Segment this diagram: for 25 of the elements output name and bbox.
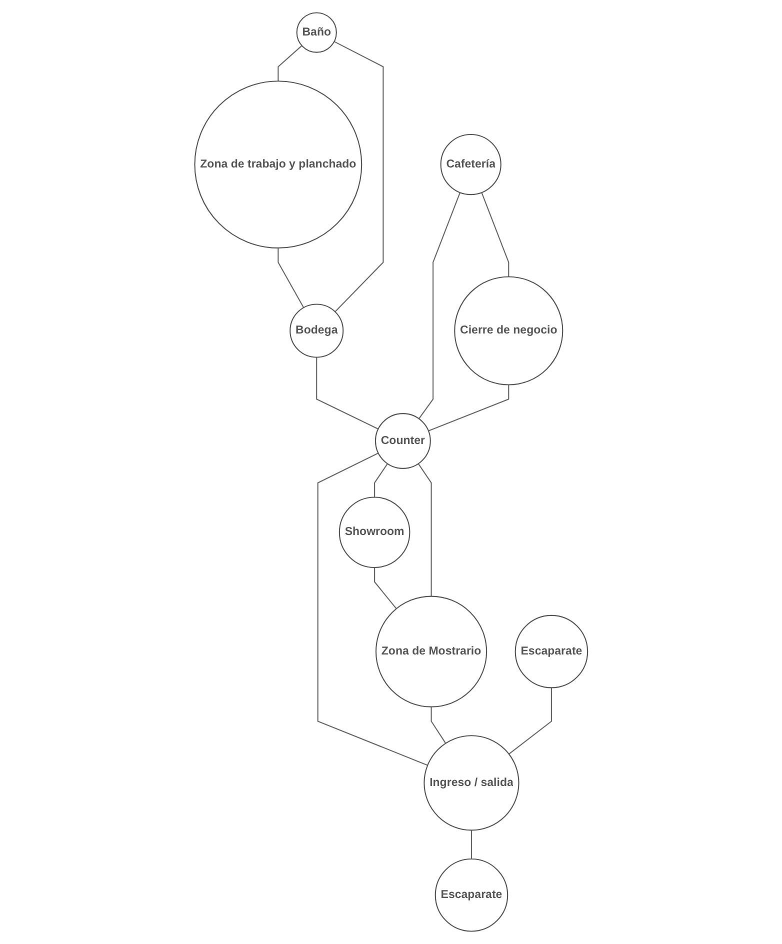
connector-line xyxy=(334,41,384,312)
connector-line xyxy=(374,568,397,610)
room-circle: Zona de trabajo y planchado xyxy=(194,80,362,248)
room-circle: Escaparate xyxy=(514,614,588,688)
room-circle: Counter xyxy=(374,413,431,469)
connector-line xyxy=(316,357,378,430)
room-circle: Ingreso / salida xyxy=(423,735,520,831)
connector-line xyxy=(428,384,510,432)
room-circle: Cafetería xyxy=(440,134,502,196)
connector-line xyxy=(317,452,428,766)
room-circle: Escaparate xyxy=(434,858,508,932)
connector-line xyxy=(470,830,472,859)
room-circle: Bodega xyxy=(289,304,344,358)
connector-line xyxy=(508,688,552,754)
room-circle: Cierre de negocio xyxy=(454,276,564,386)
connector-line xyxy=(430,706,446,744)
room-circle: Zona de Mostrario xyxy=(375,596,487,708)
connector-line xyxy=(418,463,432,596)
room-circle: Baño xyxy=(296,12,337,53)
connector-line xyxy=(418,192,460,420)
connector-line xyxy=(481,192,510,277)
connector-line xyxy=(277,45,302,82)
connector-line xyxy=(374,463,388,498)
connector-line xyxy=(277,248,304,308)
room-circle: Showroom xyxy=(338,496,410,568)
